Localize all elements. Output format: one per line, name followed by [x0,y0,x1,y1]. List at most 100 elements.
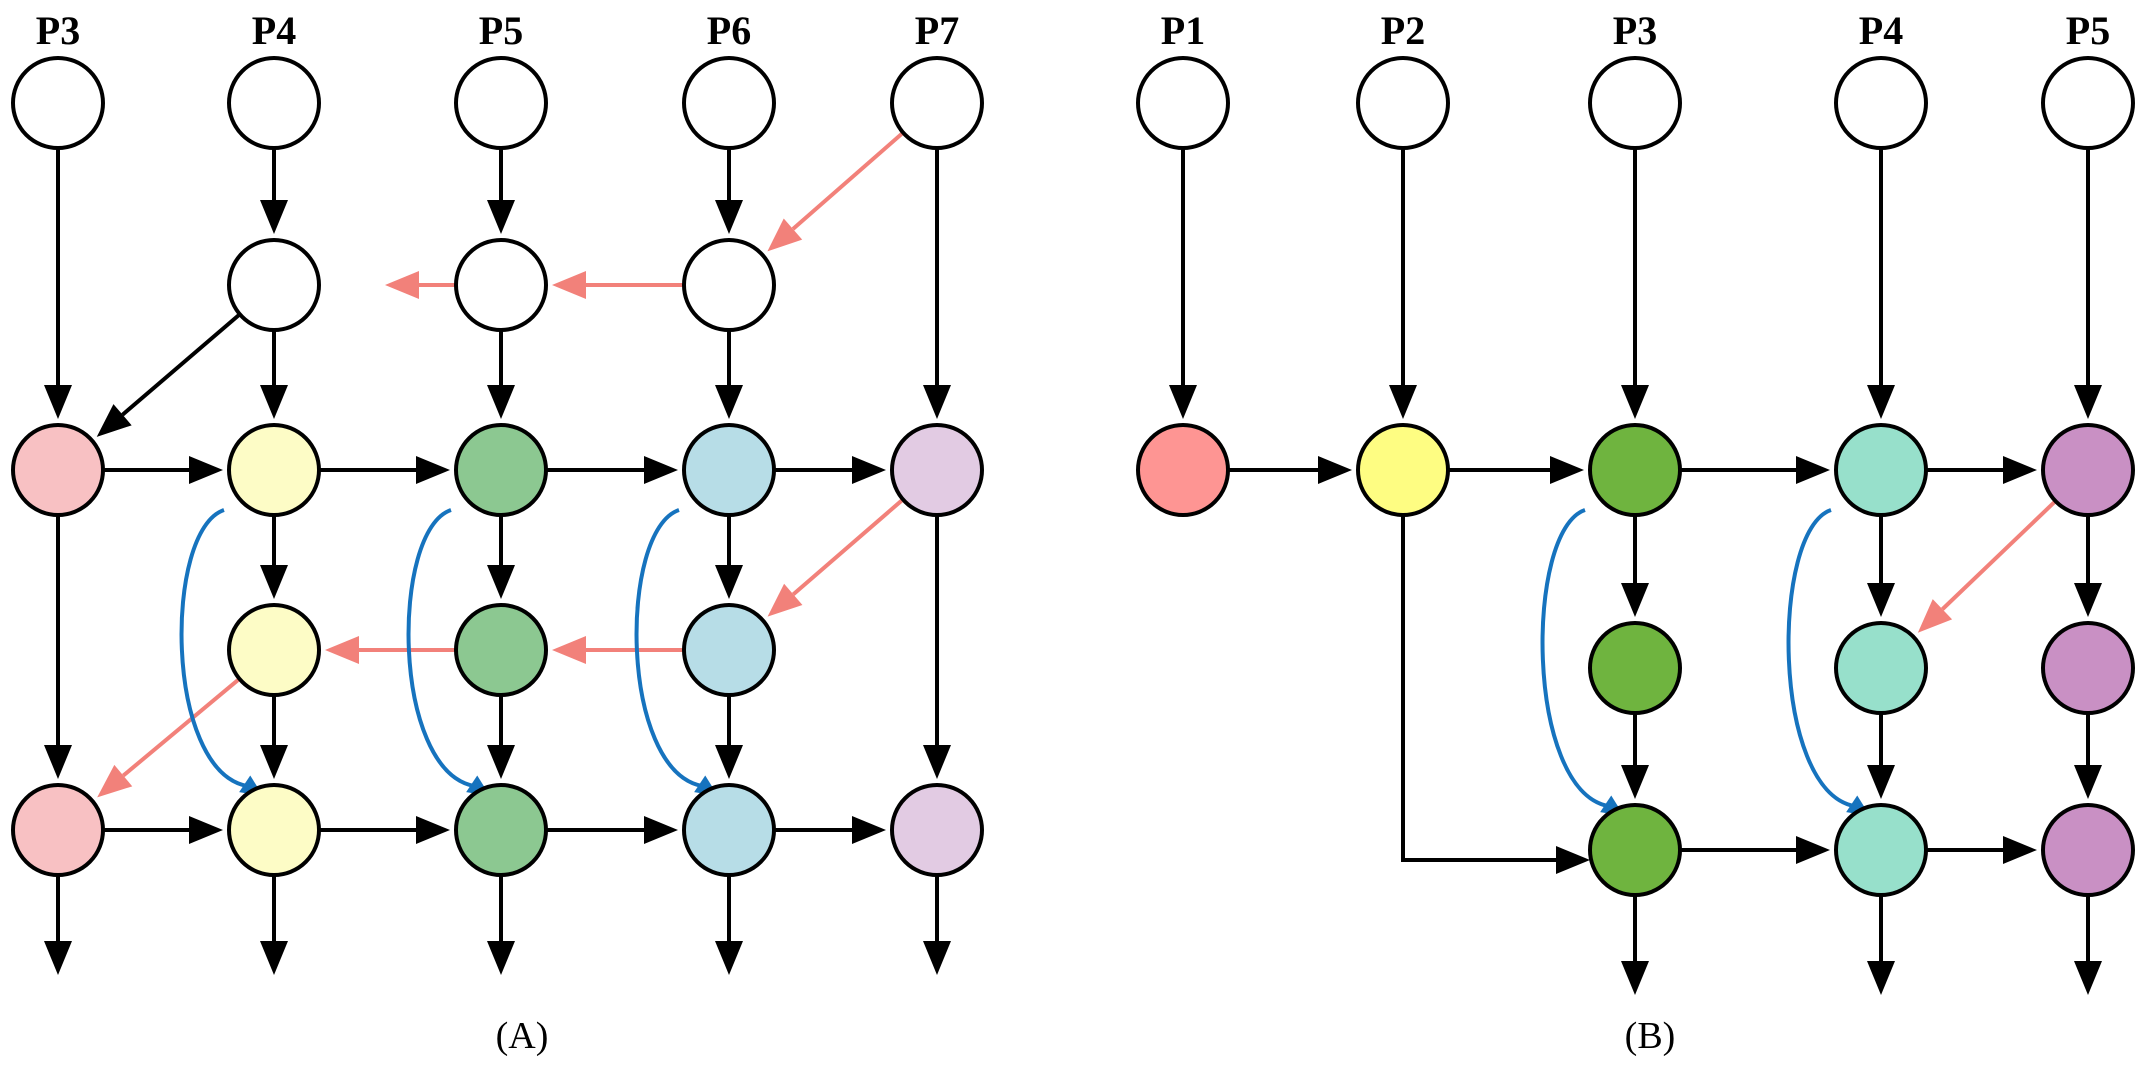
edge-b-1-arrowhead [1389,385,1417,419]
node-b-c5-r4 [2041,803,2135,897]
edge-a-4-arrowhead [923,385,951,419]
panel-b-edges [1169,148,2102,995]
edge-a-3-arrowhead [715,200,743,234]
edge-b-8-arrowhead [2003,456,2037,484]
edge-a-9-arrowhead [260,385,288,419]
edge-a-11-arrowhead [715,385,743,419]
edge-b-12-arrowhead [1917,599,1953,633]
node-a-c2-r3 [227,423,321,517]
edge-a-26-arrowhead [487,745,515,779]
edge-b-7-arrowhead [1796,456,1830,484]
edge-a-1-arrowhead [260,200,288,234]
node-a-c3-r4 [454,603,548,697]
node-b-c5-r1 [2041,56,2135,150]
node-b-c3-r1 [1588,56,1682,150]
edge-a-15-arrowhead [852,456,886,484]
column-label-a-5: P7 [915,8,959,53]
panel-b-nodes [1136,56,2135,897]
panel-b-label: (B) [1625,1015,1676,1057]
node-a-c4-r3 [682,423,776,517]
edge-a-17-arrowhead [260,565,288,599]
column-label-b-5: P5 [2066,8,2110,53]
edge-b-15-arrowhead [2074,765,2102,799]
edge-b-10-arrowhead [1867,583,1895,617]
edge-a-20-arrowhead [923,745,951,779]
node-a-c2-r2 [227,238,321,332]
edge-a-39-arrowhead [923,941,951,975]
edge-b-6-arrowhead [1550,456,1584,484]
edge-a-24 [122,677,241,778]
node-a-c3-r5 [454,783,548,877]
edge-a-35-arrowhead [44,941,72,975]
edge-a-12-arrowhead [189,456,223,484]
node-b-c4-r4 [1834,803,1928,897]
panel-a-nodes [11,56,984,877]
edge-a-18-arrowhead [487,565,515,599]
edge-b-2-arrowhead [1621,385,1649,419]
edge-b-19 [1540,508,1609,808]
edge-a-33 [406,508,475,788]
column-label-b-4: P4 [1859,8,1903,53]
column-label-a-4: P6 [707,8,751,53]
node-a-c4-r2 [682,238,776,332]
node-a-c1-r1 [11,56,105,150]
node-b-c2-r1 [1356,56,1450,150]
column-label-b-3: P3 [1613,8,1657,53]
node-a-c5-r3 [890,423,984,517]
edge-b-11-arrowhead [2074,583,2102,617]
panel-a-edges [44,131,951,975]
edge-a-2-arrowhead [487,200,515,234]
edge-a-16-arrowhead [44,745,72,779]
node-a-c5-r1 [890,56,984,150]
panel-a: P3 P4 P5 P6 P7 (A) [11,8,984,1057]
edge-b-20 [1786,508,1855,808]
edge-a-37-arrowhead [487,941,515,975]
node-a-c5-r5 [890,783,984,877]
edge-a-28-arrowhead [189,816,223,844]
edge-b-13-arrowhead [1621,765,1649,799]
edge-b-12 [1941,499,2057,611]
node-a-c1-r3 [11,423,105,517]
column-label-a-1: P3 [36,8,80,53]
node-b-c4-r3 [1834,621,1928,715]
edge-a-23-arrowhead [325,636,359,664]
panel-b: P1 P2 P3 P4 P5 (B) [1136,8,2135,1057]
edge-a-24-arrowhead [97,764,133,798]
panel-a-column-labels: P3 P4 P5 P6 P7 [36,8,959,53]
node-a-c3-r3 [454,423,548,517]
node-b-c1-r1 [1136,56,1230,150]
edge-b-18-arrowhead [2003,836,2037,864]
edge-a-10-arrowhead [487,385,515,419]
edge-b-16-arrowhead [1556,846,1590,874]
node-b-c3-r2 [1588,423,1682,517]
panel-a-label: (A) [496,1015,549,1057]
panel-b-column-labels: P1 P2 P3 P4 P5 [1161,8,2110,53]
edge-a-30-arrowhead [644,816,678,844]
edge-a-22-arrowhead [552,636,586,664]
edge-b-21-arrowhead [1621,961,1649,995]
edge-a-13-arrowhead [416,456,450,484]
edge-b-23-arrowhead [2074,961,2102,995]
node-b-c3-r4 [1588,803,1682,897]
edge-a-14-arrowhead [644,456,678,484]
edge-b-17-arrowhead [1796,836,1830,864]
edge-b-4-arrowhead [2074,385,2102,419]
edge-a-34 [634,508,703,788]
edge-b-5-arrowhead [1318,456,1352,484]
node-a-c4-r1 [682,56,776,150]
column-label-a-2: P4 [252,8,296,53]
node-a-c4-r4 [682,603,776,697]
edge-a-29-arrowhead [416,816,450,844]
node-a-c2-r4 [227,603,321,697]
node-a-c4-r5 [682,783,776,877]
edge-a-6-arrowhead [552,271,586,299]
node-b-c4-r1 [1834,56,1928,150]
edge-a-5 [791,131,905,231]
edge-a-0-arrowhead [44,385,72,419]
edge-a-21 [791,497,905,596]
column-label-b-1: P1 [1161,8,1205,53]
column-label-b-2: P2 [1381,8,1425,53]
edge-a-8 [121,312,242,417]
edge-a-21-arrowhead [767,583,803,617]
node-a-c3-r2 [454,238,548,332]
